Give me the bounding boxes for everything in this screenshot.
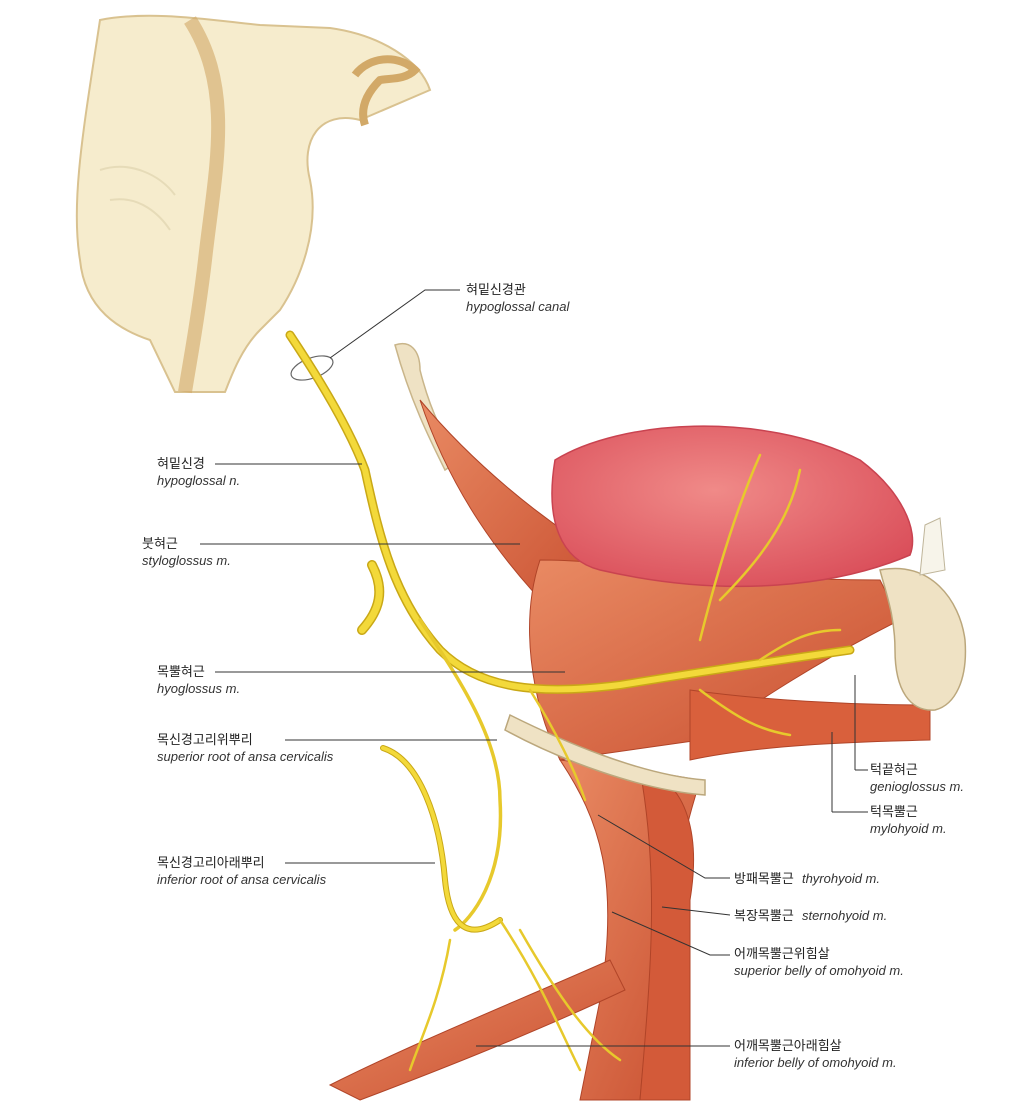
label-genioglossus: 턱끝혀근 genioglossus m. — [870, 763, 964, 795]
label-ko: 목뿔혀근 — [157, 665, 205, 680]
leader-mylohyoid — [831, 732, 868, 813]
label-ko: 어깨목뿔근아래힘살 — [734, 1039, 842, 1054]
tongue — [551, 425, 914, 588]
label-mylohyoid: 턱목뿔근 mylohyoid m. — [870, 805, 947, 837]
label-inferior-root: 목신경고리아래뿌리 inferior root of ansa cervical… — [157, 856, 326, 888]
nerves — [285, 330, 855, 1072]
label-en: hyoglossus m. — [157, 681, 241, 696]
label-en: superior belly of omohyoid m. — [734, 963, 904, 978]
label-ko: 방패목뿔근 — [734, 872, 794, 887]
muscle-group — [328, 399, 931, 1101]
label-omohyoid-superior: 어깨목뿔근위힘살 superior belly of omohyoid m. — [734, 947, 904, 979]
label-ko: 붓혀근 — [142, 537, 178, 552]
label-ko: 어깨목뿔근위힘살 — [734, 947, 830, 962]
label-sternohyoid: 복장목뿔근 sternohyoid m. — [734, 908, 887, 925]
label-ko: 턱목뿔근 — [870, 805, 918, 820]
leader-omohyoid-superior — [611, 911, 730, 956]
label-thyrohyoid: 방패목뿔근 thyrohyoid m. — [734, 871, 880, 888]
brainstem — [75, 14, 432, 394]
label-superior-root: 목신경고리위뿌리 superior root of ansa cervicali… — [157, 733, 333, 765]
hyoid-bone — [504, 713, 706, 796]
label-en: sternohyoid m. — [801, 908, 888, 923]
leader-lines — [200, 289, 868, 1047]
leader-sternohyoid — [661, 906, 731, 916]
label-ko: 턱끝혀근 — [870, 763, 918, 778]
label-ko: 혀밑신경 — [157, 457, 205, 472]
label-en: hypoglossal n. — [157, 473, 241, 488]
label-en: inferior belly of omohyoid m. — [734, 1055, 897, 1070]
label-omohyoid-inferior: 어깨목뿔근아래힘살 inferior belly of omohyoid m. — [734, 1039, 897, 1071]
label-ko: 목신경고리아래뿌리 — [157, 856, 265, 871]
label-ko: 혀밑신경관 — [466, 283, 526, 298]
label-en: genioglossus m. — [870, 779, 964, 794]
label-ko: 복장목뿔근 — [734, 909, 794, 924]
leader-thyrohyoid — [597, 814, 730, 879]
label-hypoglossal-nerve: 혀밑신경 hypoglossal n. — [157, 457, 240, 489]
label-en: mylohyoid m. — [870, 821, 947, 836]
label-en: superior root of ansa cervicalis — [157, 749, 334, 764]
leader-hypoglossal-canal — [329, 289, 460, 359]
mandible — [879, 517, 967, 711]
label-en: inferior root of ansa cervicalis — [157, 872, 327, 887]
label-ko: 목신경고리위뿌리 — [157, 733, 253, 748]
label-hypoglossal-canal: 혀밑신경관 hypoglossal canal — [466, 283, 569, 315]
label-en: thyrohyoid m. — [801, 871, 880, 886]
label-en: styloglossus m. — [142, 553, 231, 568]
label-en: hypoglossal canal — [466, 299, 570, 314]
label-styloglossus: 붓혀근 styloglossus m. — [142, 537, 231, 569]
label-hyoglossus: 목뿔혀근 hyoglossus m. — [157, 665, 240, 697]
